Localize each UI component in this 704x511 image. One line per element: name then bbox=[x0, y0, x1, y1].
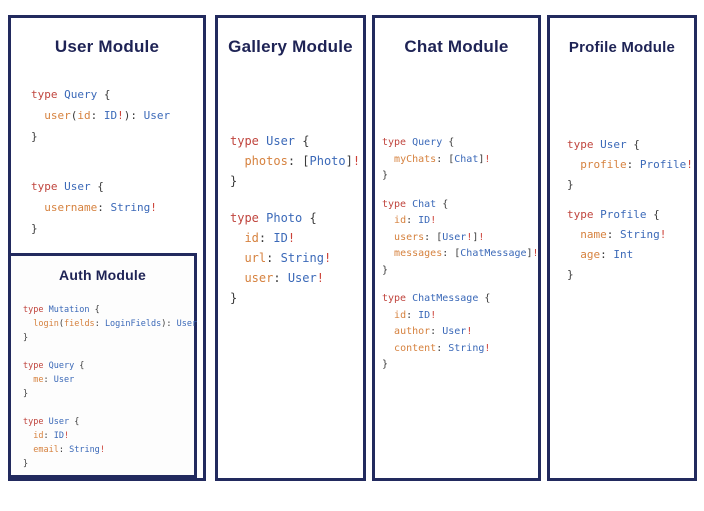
code-line: } bbox=[230, 291, 238, 305]
code-line: type Chat { bbox=[382, 198, 449, 210]
code-type-definition: type User { username: String!} bbox=[31, 176, 170, 239]
code-line: type Profile { bbox=[567, 208, 660, 221]
code-type-definition: type Profile { name: String! age: Int} bbox=[567, 205, 693, 285]
panel-title-auth: Auth Module bbox=[59, 267, 146, 283]
code-line: url: String! bbox=[244, 251, 332, 265]
code-line: id: ID! bbox=[33, 431, 70, 441]
code-line: author: User! bbox=[394, 326, 473, 337]
code-type-definition: type Query { user(id: ID!): User} bbox=[31, 84, 170, 147]
code-line: type User { bbox=[31, 180, 104, 193]
code-type-definition: type User { id: ID! email: String!} bbox=[23, 415, 197, 471]
code-line: photos: [Photo]! bbox=[244, 154, 361, 168]
code-type-definition: type User { profile: Profile!} bbox=[567, 135, 693, 195]
code-line: } bbox=[382, 170, 389, 181]
code-line: myChats: [Chat]! bbox=[394, 153, 491, 165]
panel-auth-module: Auth Module type Mutation { login(fields… bbox=[8, 253, 197, 478]
panel-title-user: User Module bbox=[54, 37, 160, 56]
panel-title-profile: Profile Module bbox=[568, 39, 676, 56]
code-line: email: String! bbox=[33, 445, 105, 455]
code-line: type User { bbox=[567, 138, 640, 151]
code-line: users: [User!]! bbox=[394, 231, 485, 243]
code-block-chat: type Query { myChats: [Chat]!}type Chat … bbox=[382, 135, 539, 374]
code-type-definition: type Query { me: User} bbox=[23, 359, 197, 401]
code-line: type ChatMessage { bbox=[382, 293, 491, 304]
code-type-definition: type User { photos: [Photo]!} bbox=[230, 131, 360, 191]
code-type-definition: type Chat { id: ID! users: [User!]! mess… bbox=[382, 197, 539, 280]
code-line: } bbox=[230, 174, 238, 188]
code-line: user(id: ID!): User bbox=[44, 109, 171, 122]
code-line: login(fields: LoginFields): User bbox=[33, 319, 198, 329]
code-line: age: Int bbox=[580, 248, 634, 261]
panel-profile-module: Profile Module type User { profile: Prof… bbox=[547, 15, 697, 481]
code-line: } bbox=[23, 459, 29, 469]
code-line: type User { bbox=[23, 417, 80, 427]
code-type-definition: type Query { myChats: [Chat]!} bbox=[382, 135, 539, 185]
panel-title-chat: Chat Module bbox=[404, 37, 509, 56]
code-type-definition: type Photo { id: ID! url: String! user: … bbox=[230, 208, 360, 308]
code-line: } bbox=[31, 130, 38, 143]
code-line: type Mutation { bbox=[23, 305, 100, 315]
code-line: id: ID! bbox=[394, 309, 437, 321]
code-line: id: ID! bbox=[394, 215, 437, 226]
code-block-profile: type User { profile: Profile!}type Profi… bbox=[567, 135, 693, 285]
code-line: } bbox=[31, 222, 38, 235]
code-line: type Query { bbox=[23, 361, 85, 371]
panel-gallery-module: Gallery Module type User { photos: [Phot… bbox=[215, 15, 366, 481]
code-line: me: User bbox=[33, 375, 75, 385]
code-block-user: type Query { user(id: ID!): User}type Us… bbox=[31, 84, 170, 239]
code-line: type Photo { bbox=[230, 211, 317, 225]
code-line: username: String! bbox=[44, 201, 157, 214]
code-line: profile: Profile! bbox=[580, 158, 693, 171]
code-type-definition: type ChatMessage { id: ID! author: User!… bbox=[382, 291, 539, 374]
code-line: } bbox=[23, 333, 29, 343]
code-line: type Query { bbox=[31, 88, 111, 101]
code-line: id: ID! bbox=[244, 231, 296, 245]
panel-title-gallery: Gallery Module bbox=[228, 37, 353, 56]
panel-chat-module: Chat Module type Query { myChats: [Chat]… bbox=[372, 15, 541, 481]
code-line: } bbox=[382, 264, 389, 276]
code-line: } bbox=[567, 178, 574, 191]
code-line: content: String! bbox=[394, 342, 491, 354]
code-line: } bbox=[567, 268, 574, 281]
code-block-auth: type Mutation { login(fields: LoginField… bbox=[23, 303, 197, 471]
code-line: type Query { bbox=[382, 137, 455, 148]
code-line: user: User! bbox=[244, 271, 324, 285]
code-line: type User { bbox=[230, 134, 310, 148]
code-line: name: String! bbox=[580, 228, 667, 241]
code-line: messages: [ChatMessage]! bbox=[394, 248, 539, 259]
code-line: } bbox=[382, 359, 389, 370]
code-block-gallery: type User { photos: [Photo]!}type Photo … bbox=[230, 131, 360, 308]
code-type-definition: type Mutation { login(fields: LoginField… bbox=[23, 303, 197, 345]
code-line: } bbox=[23, 389, 29, 399]
